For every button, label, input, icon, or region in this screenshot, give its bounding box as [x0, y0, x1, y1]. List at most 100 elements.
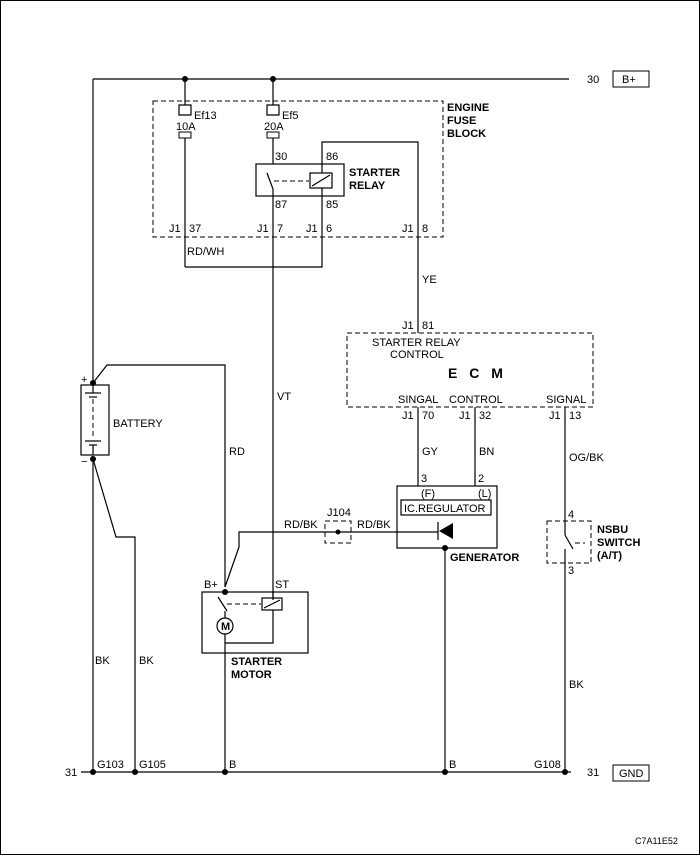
ground-circuit-right: 31	[587, 767, 599, 779]
ecm-singal-label: SINGAL	[398, 394, 438, 406]
nsbu-switch-outline	[546, 520, 592, 564]
starter-solenoid-slash	[263, 599, 281, 609]
conn-pin-7: 7	[277, 223, 283, 235]
conn-j1-c: J1	[306, 223, 318, 235]
nsbu-label-3: (A/T)	[597, 550, 622, 562]
battery-label: BATTERY	[113, 418, 163, 430]
relay-switch-contact	[266, 172, 274, 190]
relay-coil-slash	[311, 174, 331, 187]
gnd-tag-label: GND	[619, 768, 644, 780]
ic-regulator-box	[400, 499, 492, 516]
nsbu-label-1: NSBU	[597, 524, 628, 536]
wire-rd	[92, 364, 226, 587]
generator-pin-2: 2	[478, 473, 484, 485]
conn-pin-8: 8	[422, 223, 428, 235]
starter-bplus-terminal: B+	[204, 579, 218, 591]
nsbu-switch-contact	[564, 534, 574, 550]
fuse-ef13-base	[178, 131, 192, 139]
starter-solenoid-symbol	[261, 597, 283, 611]
ecm-control-label-2: CONTROL	[390, 349, 444, 361]
diagram-code: C7A11E52	[635, 836, 678, 846]
generator-pin-3: 3	[421, 473, 427, 485]
starter-relay-box	[255, 163, 345, 197]
conn-j1-g: J1	[459, 410, 471, 422]
starter-st-terminal: ST	[275, 579, 289, 591]
battery-box	[80, 384, 110, 456]
fuse-ef5-base	[266, 131, 280, 139]
nsbu-label-2: SWITCH	[597, 537, 640, 549]
fuse-ef5-symbol	[266, 104, 280, 116]
wire-label-bn: BN	[479, 446, 494, 458]
wire-relay-86	[321, 141, 419, 237]
relay-pin-86: 86	[326, 151, 338, 163]
fuse-block-label-1: ENGINE	[447, 102, 489, 114]
bplus-tag-box	[612, 70, 650, 88]
ground-point-generator	[442, 769, 448, 775]
battery-plus: +	[81, 374, 87, 386]
ground-b-label-2: B	[449, 759, 456, 771]
bplus-tag-label: B+	[622, 74, 636, 86]
fuse-ef13-rating: 10A	[176, 121, 196, 133]
generator-label: GENERATOR	[450, 552, 519, 564]
generator-l-terminal: (L)	[478, 488, 491, 500]
conn-pin-70: 70	[422, 410, 434, 422]
ground-point-g105	[132, 769, 138, 775]
fuse-block-label-2: FUSE	[447, 115, 476, 127]
fuse-block-label-3: BLOCK	[447, 128, 486, 140]
ic-regulator-label: IC.REGULATOR	[404, 503, 486, 515]
relay-pin-85: 85	[326, 199, 338, 211]
conn-j1-a: J1	[169, 223, 181, 235]
fuse-ef5-id: Ef5	[282, 110, 299, 122]
relay-pin-87: 87	[275, 199, 287, 211]
conn-pin-32: 32	[479, 410, 491, 422]
relay-coil-symbol	[309, 172, 333, 189]
wire-label-rd: RD	[229, 446, 245, 458]
ground-g103-label: G103	[97, 759, 124, 771]
gnd-tag-box	[612, 764, 650, 782]
wire-bk-g105	[92, 458, 136, 772]
j104-label: J104	[327, 507, 351, 519]
starter-motor-m: M	[221, 621, 230, 633]
wire-label-rd-bk-2: RD/BK	[357, 519, 391, 531]
ecm-control-label-1: STARTER RELAY	[372, 337, 461, 349]
fuse-ef5-rating: 20A	[264, 121, 284, 133]
conn-pin-6: 6	[326, 223, 332, 235]
ground-g108-label: G108	[534, 759, 561, 771]
ground-point-g108	[562, 769, 568, 775]
generator-f-terminal: (F)	[421, 488, 435, 500]
conn-j1-f: J1	[402, 410, 414, 422]
conn-j1-b: J1	[257, 223, 269, 235]
starter-label-1: STARTER	[231, 656, 282, 668]
wire-label-vt: VT	[277, 391, 291, 403]
nsbu-pin-4: 4	[568, 509, 574, 521]
ecm-outline	[346, 332, 594, 408]
conn-pin-37: 37	[189, 223, 201, 235]
wire-rd-bk-starter	[224, 531, 338, 588]
bplus-circuit-number: 30	[587, 74, 599, 86]
wire-label-bk-2: BK	[139, 655, 154, 667]
relay-label-2: RELAY	[349, 180, 386, 192]
wire-label-gy: GY	[422, 446, 439, 458]
ground-g105-label: G105	[139, 759, 166, 771]
wire-label-bk-3: BK	[569, 679, 584, 691]
ecm-title: E C M	[448, 365, 507, 381]
wire-label-ye: YE	[422, 274, 437, 286]
wire-rd-wh-loop	[185, 196, 323, 268]
ecm-control-pin-label: CONTROL	[449, 394, 503, 406]
wire-label-rd-wh: RD/WH	[187, 246, 224, 258]
ground-point-starter	[222, 769, 228, 775]
wire-label-rd-bk-1: RD/BK	[284, 519, 318, 531]
wire-label-bk-1: BK	[95, 655, 110, 667]
fuse-ef13-id: Ef13	[194, 110, 217, 122]
relay-label-1: STARTER	[349, 167, 400, 179]
starter-motor-box	[201, 591, 309, 654]
engine-fuse-block-outline	[152, 100, 444, 238]
fuse-ef13-symbol	[178, 104, 192, 116]
ground-b-label-1: B	[229, 759, 236, 771]
conn-pin-13: 13	[569, 410, 581, 422]
wire-label-og-bk: OG/BK	[569, 452, 605, 464]
conn-j1-h: J1	[549, 410, 561, 422]
relay-pin-30: 30	[275, 151, 287, 163]
